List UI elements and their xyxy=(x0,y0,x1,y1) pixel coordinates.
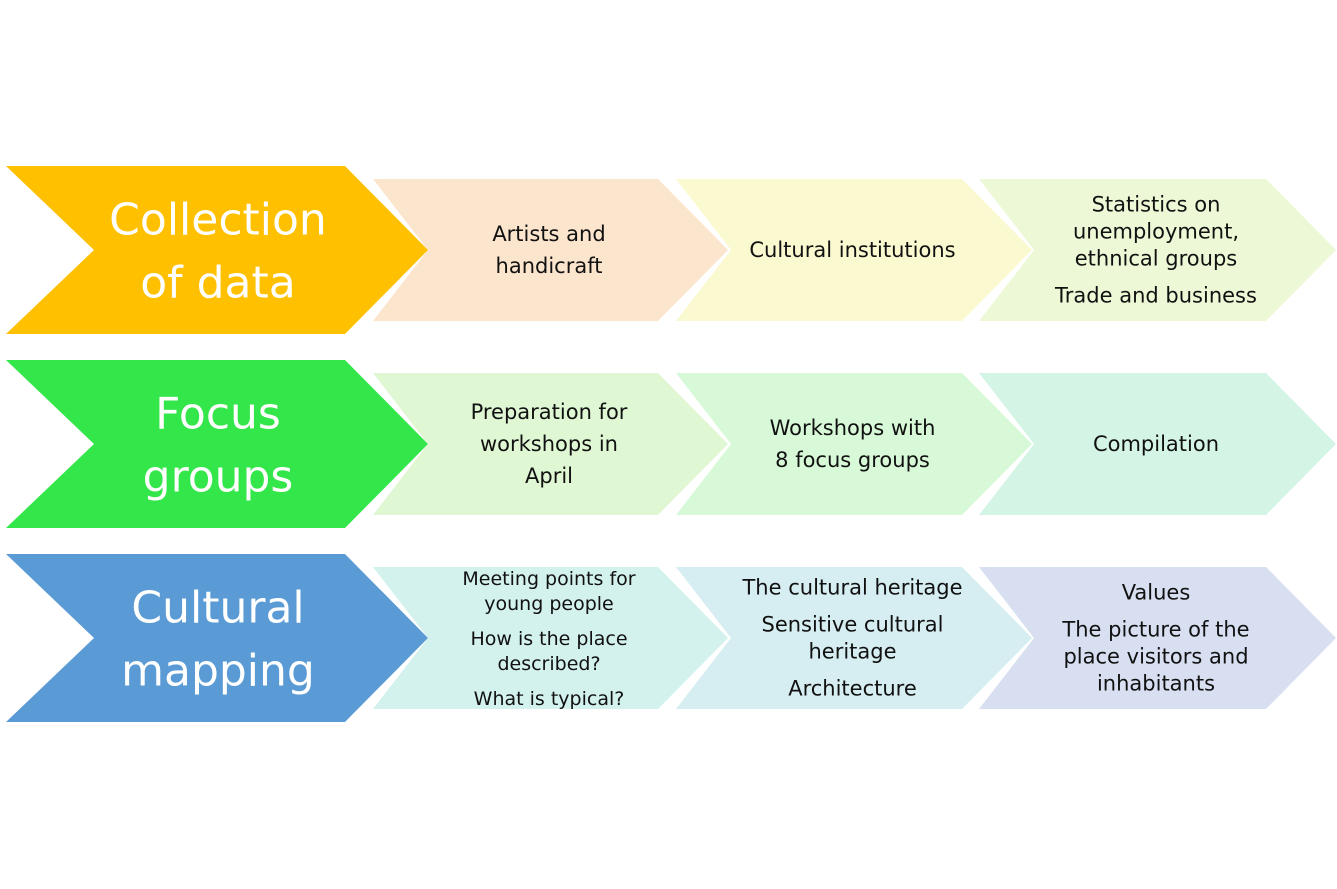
step-text: The picture of the xyxy=(1061,618,1249,642)
step-text: What is typical? xyxy=(474,688,625,710)
step-chevron: Cultural institutions xyxy=(676,179,1032,321)
step-text: Sensitive cultural xyxy=(762,613,944,637)
step-text: Meeting points for xyxy=(462,568,635,590)
step-text: young people xyxy=(484,593,613,615)
step-chevron-shape xyxy=(979,179,1336,321)
step-text: Cultural institutions xyxy=(749,238,955,262)
step-text: place visitors and xyxy=(1063,645,1248,669)
step-chevron-shape xyxy=(373,567,728,709)
step-text: Trade and business xyxy=(1054,284,1257,308)
step-chevron: Artists and handicraft xyxy=(373,179,728,321)
step-text: inhabitants xyxy=(1097,672,1215,696)
step-text: Workshops with xyxy=(770,416,936,440)
main-chevron-title: mapping xyxy=(121,646,315,697)
step-text: described? xyxy=(497,653,600,675)
step-chevron-shape xyxy=(373,373,728,515)
step-chevron-shape xyxy=(676,567,1032,709)
main-chevron-title: Cultural xyxy=(131,583,304,634)
step-chevron: Workshops with 8 focus groups xyxy=(676,373,1032,515)
step-text: 8 focus groups xyxy=(775,448,930,472)
step-text: Values xyxy=(1122,581,1191,605)
row-focus-groups: Focus groups Preparation for workshops in Ap… xyxy=(6,360,1336,528)
row-collection-of-data: Collection of data Artists and handicraft Cu… xyxy=(6,166,1336,334)
step-chevron: Compilation xyxy=(979,373,1336,515)
step-text: April xyxy=(525,464,573,488)
step-text: Compilation xyxy=(1093,432,1219,456)
step-text: How is the place xyxy=(470,628,627,650)
main-chevron-title: Collection xyxy=(109,195,327,246)
step-chevron-shape xyxy=(676,373,1032,515)
step-text: heritage xyxy=(808,640,896,664)
step-chevron: Statistics on unemployment, ethnical group… xyxy=(979,179,1336,321)
step-chevron-shape xyxy=(979,567,1336,709)
step-text: unemployment, xyxy=(1073,220,1239,244)
step-chevron-shape xyxy=(979,373,1336,515)
main-chevron xyxy=(6,166,428,334)
step-text: Preparation for xyxy=(471,400,628,424)
step-text: workshops in xyxy=(480,432,618,456)
row-cultural-mapping: Cultural mapping Meeting points for young p… xyxy=(6,554,1336,722)
main-chevron-title: Focus xyxy=(155,389,281,440)
step-chevron: Preparation for workshops in April xyxy=(373,373,728,515)
main-chevron-title: groups xyxy=(143,452,294,503)
step-text: ethnical groups xyxy=(1075,247,1237,271)
step-chevron-shape xyxy=(373,179,728,321)
step-chevron-shape xyxy=(676,179,1032,321)
main-chevron xyxy=(6,554,428,722)
main-chevron xyxy=(6,360,428,528)
step-text: The cultural heritage xyxy=(741,576,962,600)
step-text: Statistics on xyxy=(1092,193,1221,217)
main-chevron-title: of data xyxy=(140,258,296,309)
step-text: Artists and xyxy=(492,222,605,246)
step-text: Architecture xyxy=(788,677,917,701)
step-text: handicraft xyxy=(496,254,603,278)
